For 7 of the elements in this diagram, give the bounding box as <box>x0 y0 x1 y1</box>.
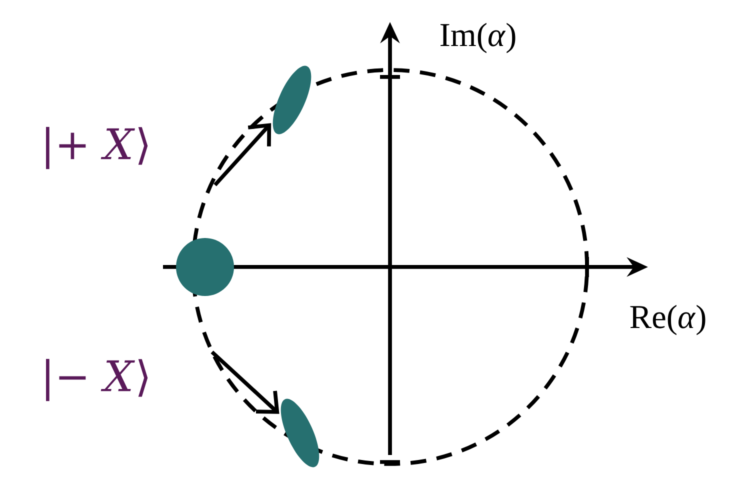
state-label: |− X⟩ <box>46 358 148 402</box>
arrow <box>214 123 272 186</box>
state-label: |+ X⟩ <box>46 126 148 170</box>
arrow <box>210 350 280 414</box>
axis-label: Im(α) <box>440 22 516 54</box>
axis-label: Re(α) <box>630 304 706 336</box>
state-disk <box>176 238 234 296</box>
